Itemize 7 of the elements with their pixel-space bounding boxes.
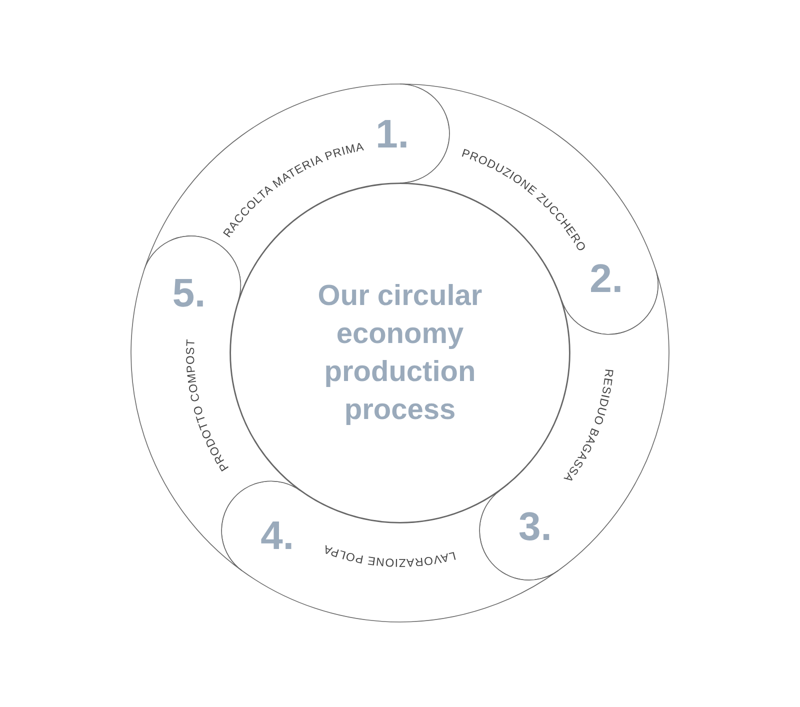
step-number: 2. — [590, 256, 623, 301]
step-number: 3. — [518, 504, 552, 549]
step-number: 4. — [260, 514, 294, 558]
center-title: Our circular economy production process — [316, 279, 484, 428]
step-number: 1. — [376, 112, 410, 157]
step-number: 5. — [172, 272, 206, 316]
step-label: LAVORAZIONE POLPA — [322, 542, 457, 568]
